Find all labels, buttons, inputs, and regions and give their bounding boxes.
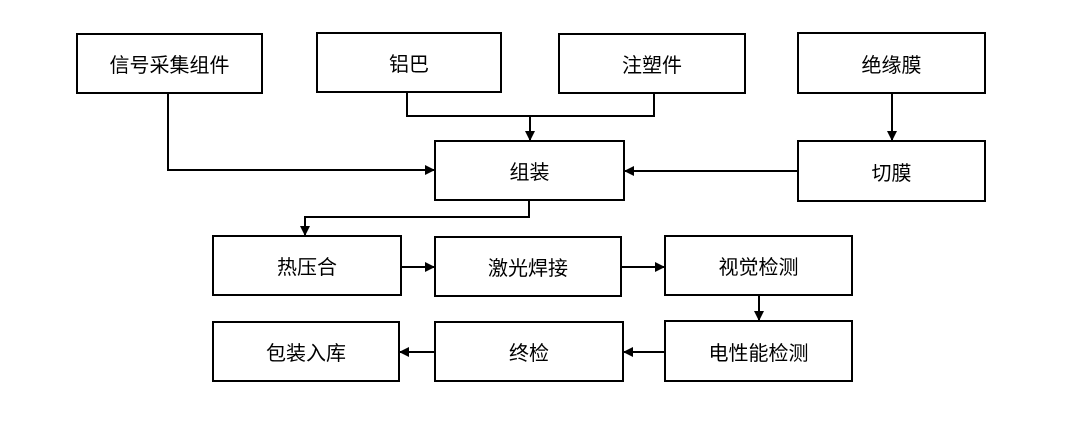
arrow-assembly-to-hotpress bbox=[300, 200, 530, 236]
node-injection-part: 注塑件 bbox=[558, 33, 746, 94]
node-hot-press: 热压合 bbox=[212, 235, 402, 296]
node-assembly: 组装 bbox=[434, 140, 625, 201]
node-signal-collection: 信号采集组件 bbox=[76, 33, 263, 94]
node-electrical-test: 电性能检测 bbox=[664, 320, 853, 382]
node-aluminum-bar: 铝巴 bbox=[316, 32, 502, 93]
node-cut-film: 切膜 bbox=[797, 140, 986, 202]
node-pack-storage: 包装入库 bbox=[212, 321, 400, 382]
node-insulation-film: 绝缘膜 bbox=[797, 32, 986, 94]
node-laser-weld: 激光焊接 bbox=[434, 236, 622, 297]
node-vision-inspection: 视觉检测 bbox=[664, 235, 853, 296]
arrow-signal-to-assembly bbox=[167, 93, 435, 175]
arrow-injection-merge bbox=[530, 93, 655, 117]
arrow-aluminum-merge bbox=[406, 92, 530, 117]
node-final-inspection: 终检 bbox=[434, 321, 624, 382]
